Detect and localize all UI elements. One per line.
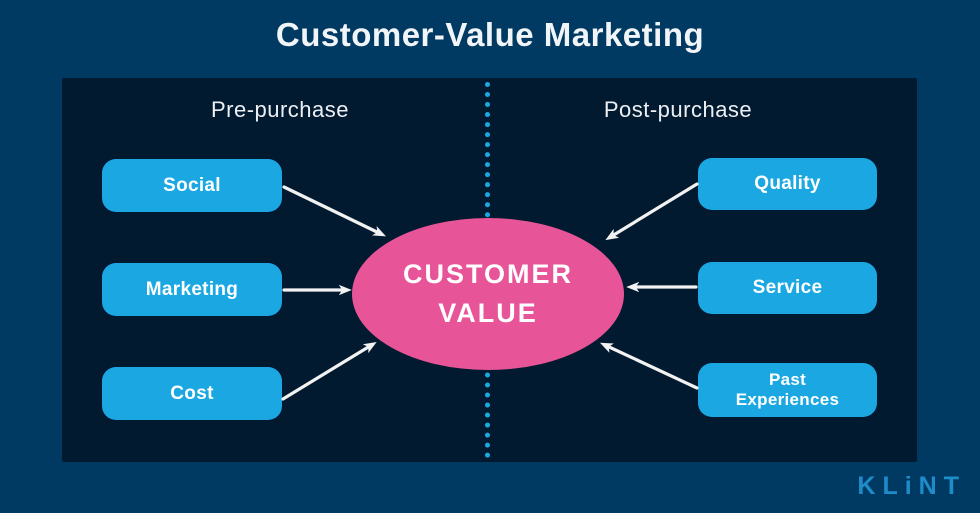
node-service-label: Service bbox=[752, 277, 823, 298]
customer-value-line2: VALUE bbox=[438, 298, 538, 328]
diagram-panel: Pre-purchase Post-purchase Social Market… bbox=[62, 78, 917, 462]
header-pre-purchase: Pre-purchase bbox=[210, 97, 350, 122]
node-quality-label: Quality bbox=[754, 173, 821, 194]
node-quality: Quality bbox=[698, 158, 877, 210]
node-cost: Cost bbox=[102, 367, 282, 420]
brand-logo: KLiNT bbox=[857, 472, 966, 500]
node-past-experiences: Past Experiences bbox=[698, 363, 877, 417]
header-post-purchase: Post-purchase bbox=[603, 97, 753, 122]
customer-value-ellipse: CUSTOMER VALUE bbox=[352, 218, 624, 370]
node-past-experiences-label: Past Experiences bbox=[735, 369, 840, 409]
node-social-label: Social bbox=[163, 174, 221, 196]
node-social: Social bbox=[102, 159, 282, 212]
node-marketing-label: Marketing bbox=[145, 278, 239, 300]
node-marketing: Marketing bbox=[102, 263, 282, 316]
customer-value-line1: CUSTOMER bbox=[402, 258, 573, 289]
page-title: Customer-Value Marketing bbox=[275, 16, 705, 53]
node-service: Service bbox=[698, 262, 877, 314]
node-cost-label: Cost bbox=[170, 382, 214, 404]
